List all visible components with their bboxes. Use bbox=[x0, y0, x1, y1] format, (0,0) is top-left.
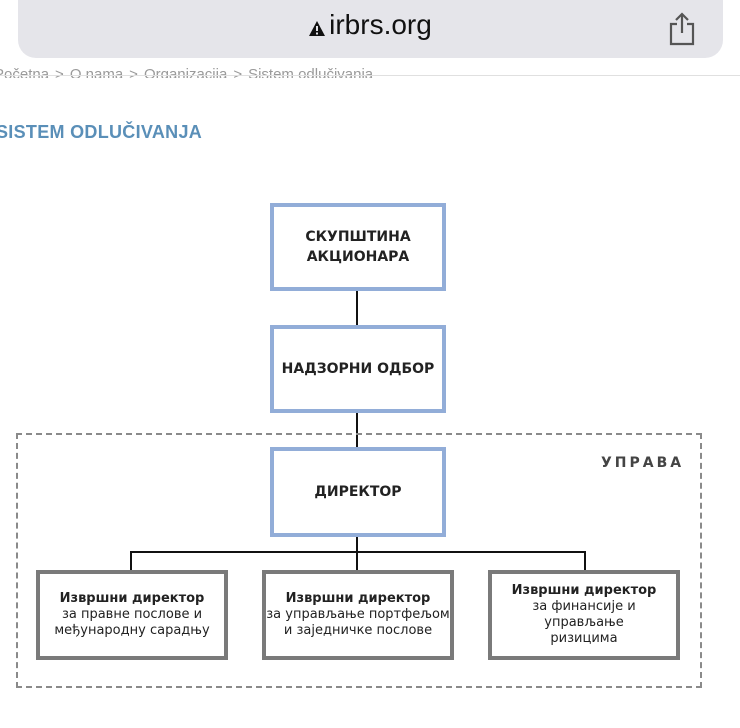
exec-box-finance: Извршни директор за финансије и управљањ… bbox=[488, 570, 680, 660]
exec-line: за правне послове и bbox=[61, 607, 203, 622]
management-label: УПРАВА bbox=[601, 455, 685, 471]
breadcrumb-separator: > bbox=[233, 66, 243, 78]
assembly-line-2: АКЦИОНАРА bbox=[306, 249, 410, 265]
connector-bus bbox=[130, 551, 586, 553]
breadcrumb-separator: > bbox=[55, 66, 64, 78]
breadcrumb-home[interactable]: Početna bbox=[0, 66, 50, 78]
management-boundary bbox=[16, 433, 702, 688]
exec-title: Извршни директор bbox=[59, 591, 205, 606]
connector-assembly-board bbox=[356, 291, 358, 325]
director-box: ДИРЕКТОР bbox=[270, 447, 446, 537]
breadcrumb-current: Sistem odlučivanja bbox=[248, 66, 374, 78]
address-bar[interactable]: irbrs.org bbox=[18, 0, 723, 58]
exec-line: за финансије и управљање bbox=[532, 599, 636, 630]
url-text[interactable]: irbrs.org bbox=[329, 9, 432, 40]
warning-icon bbox=[309, 11, 326, 43]
connector-director-bus bbox=[356, 537, 358, 553]
url-display[interactable]: irbrs.org bbox=[18, 9, 723, 43]
director-label: ДИРЕКТОР bbox=[314, 484, 402, 500]
connector-exec-2 bbox=[356, 551, 358, 571]
supervisory-board-label: НАДЗОРНИ ОДБОР bbox=[281, 361, 435, 377]
share-icon[interactable] bbox=[667, 12, 697, 51]
exec-line: и заједничке послове bbox=[283, 623, 433, 638]
assembly-box: СКУПШТИНА АКЦИОНАРА bbox=[270, 203, 446, 291]
exec-line: за управљање портфељом bbox=[266, 607, 450, 622]
connector-board-director bbox=[356, 413, 358, 447]
assembly-label: СКУПШТИНА АКЦИОНАРА bbox=[305, 227, 410, 267]
breadcrumb-about[interactable]: O nama bbox=[69, 66, 124, 78]
breadcrumb-organization[interactable]: Organizacija bbox=[143, 66, 228, 78]
exec-title: Извршни директор bbox=[511, 583, 657, 598]
connector-exec-1 bbox=[130, 551, 132, 571]
page-title: SISTEM ODLUČIVANJA bbox=[0, 122, 203, 142]
connector-exec-3 bbox=[584, 551, 586, 571]
exec-title: Извршни директор bbox=[285, 591, 431, 606]
header-divider bbox=[0, 75, 740, 76]
exec-line: ризицима bbox=[550, 631, 618, 646]
exec-box-legal: Извршни директор за правне послове и међ… bbox=[36, 570, 228, 660]
assembly-line-1: СКУПШТИНА bbox=[305, 229, 411, 245]
exec-line: међународну сарадњу bbox=[54, 623, 210, 638]
breadcrumb-separator: > bbox=[129, 66, 138, 78]
exec-box-portfolio: Извршни директор за управљање портфељом … bbox=[262, 570, 454, 660]
supervisory-board-box: НАДЗОРНИ ОДБОР bbox=[270, 325, 446, 413]
